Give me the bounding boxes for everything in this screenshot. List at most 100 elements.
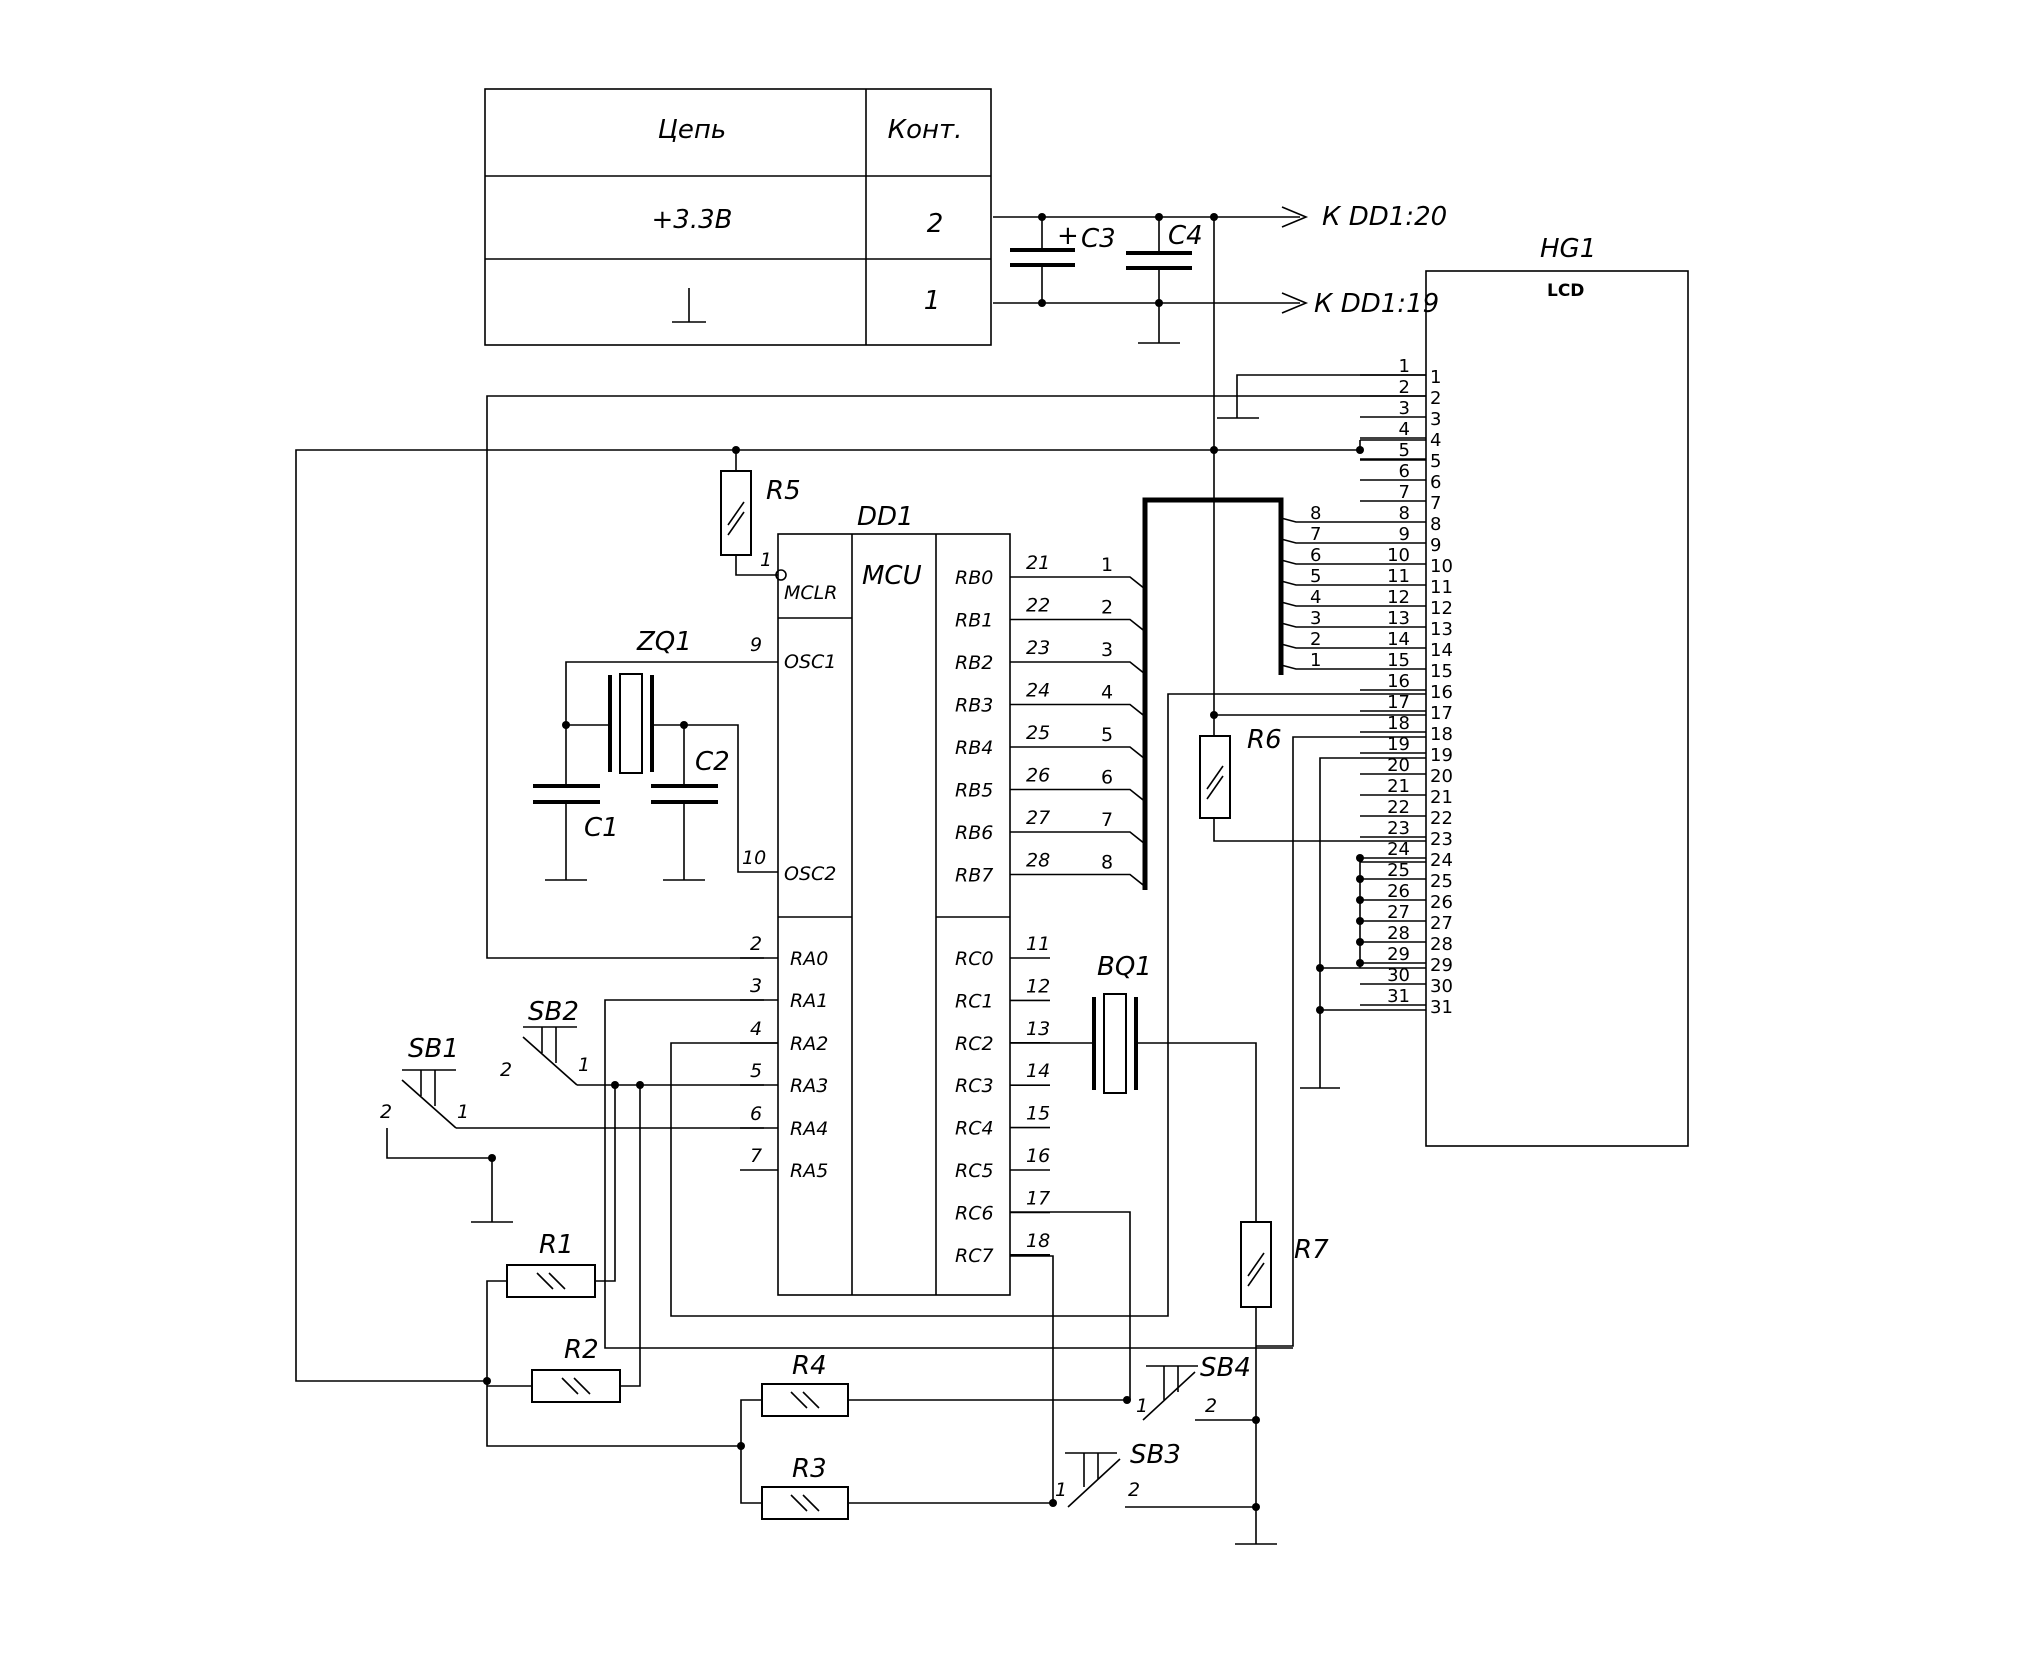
bus-line-number: 3 — [1101, 639, 1113, 661]
lcd-pin-number-outside: 29 — [1387, 944, 1410, 965]
bus-to-lcd-wire — [1280, 622, 1360, 628]
lcd-pin-number-outside: 16 — [1387, 671, 1410, 692]
resistor-r1 — [506, 1264, 596, 1298]
mcu-pin-name: RC4 — [955, 1118, 994, 1140]
button-sb4[interactable] — [1142, 1365, 1198, 1421]
lcd-pin-number-outside: 28 — [1387, 923, 1410, 944]
mcu-rb-wire — [1010, 746, 1146, 760]
lcd-pin-number-inside: 15 — [1430, 661, 1453, 682]
lcd-ref: HG1 — [1540, 234, 1596, 264]
lcd-pin-number-outside: 10 — [1387, 545, 1410, 566]
lcd-pin-number-inside: 30 — [1430, 976, 1453, 997]
capacitor-c3 — [1010, 213, 1075, 307]
lcd-pin-number-inside: 27 — [1430, 913, 1453, 934]
bus-line-number: 6 — [1101, 767, 1113, 789]
capacitor-c4 — [1126, 213, 1192, 344]
arrow-label-dd1-20: К DD1:20 — [1322, 202, 1447, 232]
mcu-pin-number: 18 — [1026, 1230, 1050, 1252]
sb1-pin2: 2 — [380, 1101, 392, 1123]
mcu-rb-wire — [1010, 661, 1146, 675]
mcu-pin-name: RC7 — [955, 1245, 994, 1267]
mcu-pin-name: RB2 — [955, 652, 993, 674]
mcu-mclr-pin: 1 — [760, 549, 772, 571]
table-header-circuit: Цепь — [658, 115, 727, 145]
mcu-pin-name: RA4 — [790, 1118, 828, 1140]
sb-right-wiring — [1010, 1211, 1256, 1508]
mcu-pin-number: 6 — [750, 1103, 762, 1125]
c3-label: C3 — [1081, 224, 1116, 254]
mcu-pin-number: 4 — [750, 1018, 762, 1040]
mcu-pin-name: RC6 — [955, 1202, 994, 1224]
sb3-pin1: 1 — [1055, 1479, 1067, 1501]
lcd-pin-number-inside: 29 — [1430, 955, 1453, 976]
button-sb1[interactable] — [401, 1069, 457, 1129]
lcd-pin-number-outside: 11 — [1387, 566, 1410, 587]
mcu-pin-number: 3 — [750, 975, 762, 997]
r2-label: R2 — [564, 1335, 599, 1365]
c3-polarity: + — [1057, 221, 1079, 251]
sb2-label: SB2 — [528, 997, 579, 1027]
mcu-rb-wire — [1010, 703, 1146, 718]
sb2-pin2: 2 — [500, 1059, 512, 1081]
sb4-pin2: 2 — [1205, 1395, 1217, 1417]
button-sb2[interactable] — [522, 1026, 578, 1086]
lcd-pin-number-outside: 23 — [1387, 818, 1410, 839]
lcd-pin-number-outside: 24 — [1387, 839, 1410, 860]
table-row2-contact: 1 — [924, 286, 941, 316]
mcu-pin-number: 28 — [1026, 850, 1050, 872]
oscillator-section — [533, 661, 778, 881]
lcd-pin-number-inside: 23 — [1430, 829, 1453, 850]
mcu-pin-number: 25 — [1026, 722, 1050, 744]
lcd-pin-number-inside: 20 — [1430, 766, 1453, 787]
button-sb3[interactable] — [1065, 1452, 1121, 1508]
mcu-osc2: OSC2 — [784, 863, 836, 885]
mcu-pin-number: 7 — [750, 1145, 762, 1167]
junction-dot — [1356, 959, 1364, 967]
r3-label: R3 — [792, 1454, 827, 1484]
mcu-pin-name: RC3 — [955, 1075, 994, 1097]
lcd-pin-number-outside: 5 — [1399, 440, 1410, 461]
lcd-pin-number-inside: 9 — [1430, 535, 1441, 556]
mcu-rb-wire — [1010, 788, 1146, 803]
lcd-pin-number-outside: 6 — [1399, 461, 1410, 482]
table-row1-contact: 2 — [927, 209, 944, 239]
arrow-label-dd1-19: К DD1:19 — [1314, 289, 1439, 319]
lcd-pin-number-outside: 19 — [1387, 734, 1410, 755]
lcd-pin-number-inside: 17 — [1430, 703, 1453, 724]
mcu-pin-name: RC5 — [955, 1160, 994, 1182]
bus-line-number: 8 — [1101, 852, 1113, 874]
junction-dot — [1356, 854, 1364, 862]
lcd-pin-number-outside: 4 — [1399, 419, 1410, 440]
mcu-pin-number: 12 — [1026, 975, 1050, 997]
sb4-pin1: 1 — [1136, 1395, 1148, 1417]
c2-label: C2 — [695, 747, 730, 777]
mcu-pin-name: RB0 — [955, 567, 993, 589]
resistor-r6 — [1199, 735, 1231, 819]
mcu-pin-name: RA5 — [790, 1160, 828, 1182]
mcu-pin-name: RA3 — [790, 1075, 828, 1097]
lcd-tied-pins — [1356, 854, 1364, 967]
lcd-pin-number-inside: 13 — [1430, 619, 1453, 640]
junction-dot — [1356, 875, 1364, 883]
bus-line-number: 7 — [1101, 809, 1113, 831]
mcu-rb-wire — [1010, 873, 1146, 888]
mcu-pin-name: RA0 — [790, 948, 828, 970]
lcd-pin-number-outside: 9 — [1399, 524, 1410, 545]
bus-to-lcd-wire — [1280, 538, 1360, 544]
mcu-pin-number: 27 — [1026, 807, 1050, 829]
junction-dot — [1356, 938, 1364, 946]
bus-to-lcd-wire — [1280, 664, 1360, 670]
resistor-r7 — [1235, 1221, 1277, 1545]
lcd-pin-number-outside: 1 — [1399, 356, 1410, 377]
r6-label: R6 — [1247, 725, 1282, 755]
mcu-pin-name: RB7 — [955, 865, 993, 887]
crystal-zq1 — [608, 673, 654, 774]
mcu-osc1-pin: 9 — [750, 634, 762, 656]
resistor-r2 — [531, 1369, 621, 1403]
mcu-pin-number: 23 — [1026, 637, 1050, 659]
lcd-pin-number-outside: 20 — [1387, 755, 1410, 776]
lcd-pin-number-inside: 16 — [1430, 682, 1453, 703]
mcu-title: MCU — [862, 561, 922, 591]
